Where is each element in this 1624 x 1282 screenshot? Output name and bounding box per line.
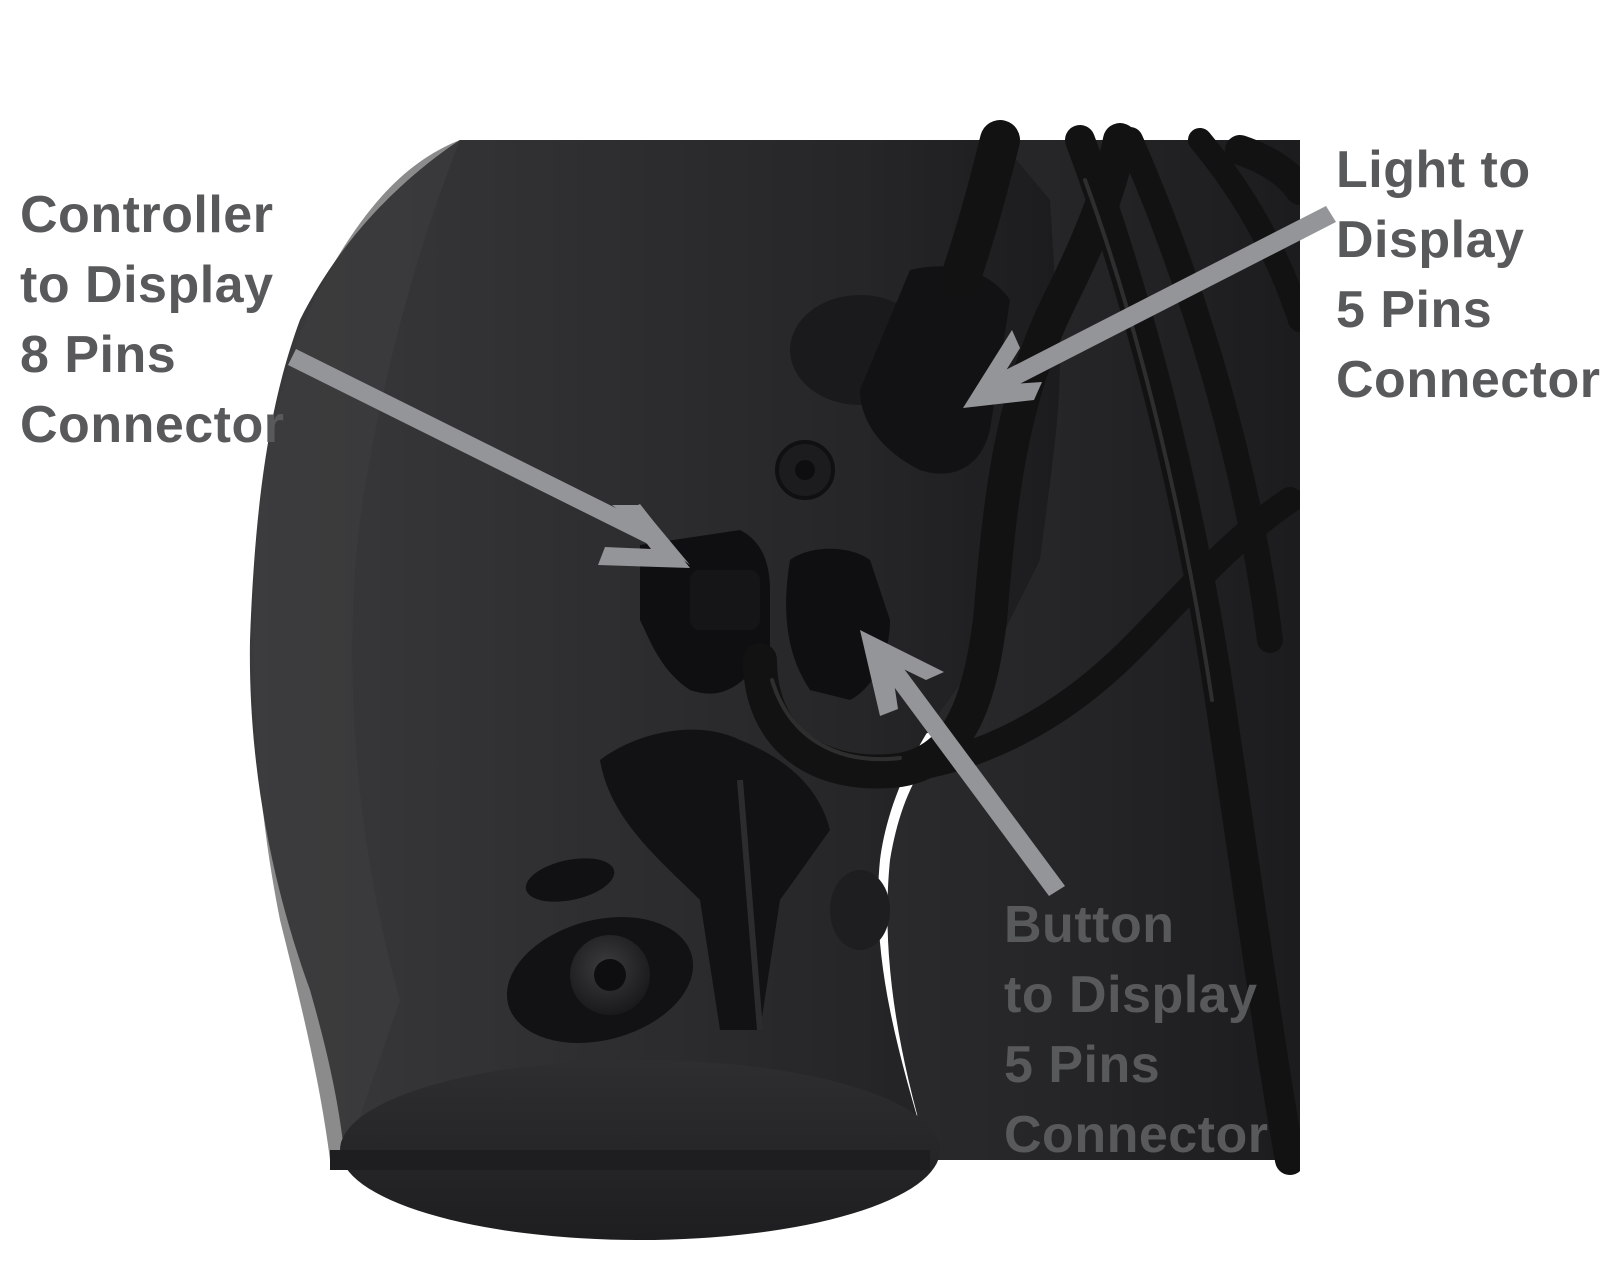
button-label: Button to Display 5 Pins Connector — [1004, 890, 1269, 1170]
light-label-line-2: Display — [1336, 211, 1525, 269]
controller-label-line-3: 8 Pins — [20, 326, 177, 384]
button-connector — [786, 548, 890, 700]
cables — [743, 120, 1315, 1175]
body-highlight — [253, 140, 460, 1160]
button-label-line-2: to Display — [1004, 966, 1258, 1024]
controller-label: Controller to Display 8 Pins Connector — [20, 180, 285, 460]
light-connector — [860, 266, 1010, 474]
oval-hole — [525, 858, 615, 902]
controller-label-line-4: Connector — [20, 396, 285, 454]
button-label-line-4: Connector — [1004, 1106, 1269, 1164]
button-label-line-1: Button — [1004, 896, 1175, 954]
light-label: Light to Display 5 Pins Connector — [1336, 135, 1601, 415]
slot-cutout — [600, 729, 830, 1030]
arrow-controller — [288, 349, 690, 568]
controller-label-line-2: to Display — [20, 256, 274, 314]
light-label-line-4: Connector — [1336, 351, 1601, 409]
button-label-line-3: 5 Pins — [1004, 1036, 1161, 1094]
controller-label-line-1: Controller — [20, 186, 274, 244]
arrow-light — [963, 206, 1336, 408]
light-label-line-3: 5 Pins — [1336, 281, 1493, 339]
light-label-line-1: Light to — [1336, 141, 1531, 199]
side-knob — [830, 870, 890, 950]
arrow-button — [860, 630, 1065, 896]
